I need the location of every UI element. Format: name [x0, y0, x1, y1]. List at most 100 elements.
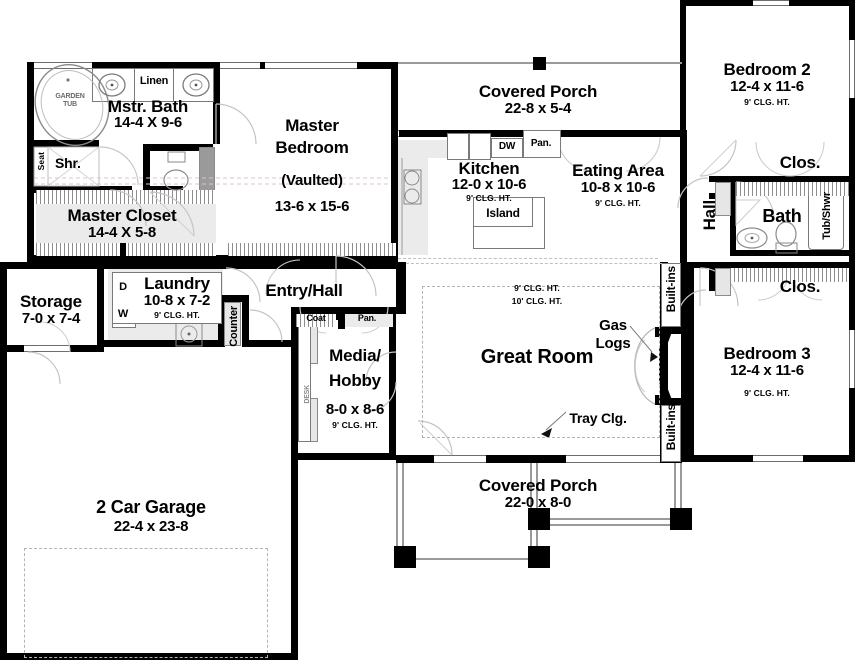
porch-rear-rail-bottom — [402, 558, 536, 560]
master-closet-rod-right — [228, 243, 396, 256]
mstr-bath-label: Mstr. Bath — [107, 97, 189, 116]
master-closet-rod-bottom — [36, 243, 216, 256]
media-hobby-label-2: Hobby — [329, 371, 381, 390]
dishwasher-unit — [491, 138, 523, 158]
laundry-dim: 10-8 x 7-2 — [143, 292, 211, 309]
porch-post-left-lower — [394, 546, 416, 568]
window-bed3-bottom — [753, 455, 803, 462]
wall-shower-top — [27, 140, 99, 147]
wall-greatroom-bottom — [396, 455, 682, 463]
gas-logs-label-2: Logs — [595, 335, 631, 352]
great-room-upper-dash — [406, 263, 662, 264]
wall-master-bedroom-right — [391, 62, 398, 262]
porch-post-mid-upper — [528, 508, 550, 530]
kitchen-pantry-label: Pan. — [530, 138, 552, 149]
hall-label: Hall — [700, 200, 719, 231]
built-ins-upper-label: Built-ins — [664, 266, 678, 313]
wall-bed3-left — [688, 262, 694, 462]
window-bed3-right — [849, 330, 855, 388]
porch-rear-right-line — [674, 463, 676, 521]
porch-rear-right-line2 — [680, 463, 682, 521]
wall-media-right — [389, 313, 396, 460]
bedroom3-dim: 12-4 x 11-6 — [730, 362, 804, 379]
wall-hall-bath-stub-top — [709, 176, 731, 182]
washer-label: W — [117, 308, 129, 320]
laundry-clg: 9' CLG. HT. — [154, 310, 200, 320]
wall-master-closet-bottom — [27, 255, 397, 263]
coat-closet-rod — [296, 314, 336, 327]
mstr-bath-dim: 14-4 X 9-6 — [113, 114, 183, 131]
media-hobby-dim: 8-0 x 8-6 — [325, 401, 385, 418]
closet2-label: Clos. — [779, 153, 821, 172]
master-bedroom-label-1: Master — [285, 116, 339, 135]
eating-area-dim: 10-8 x 10-6 — [580, 179, 656, 196]
wall-fireplace-bottom — [655, 398, 685, 405]
window-master-top-2 — [265, 62, 357, 69]
wall-laundry-bottom — [104, 340, 224, 347]
porch-rear-label: Covered Porch — [478, 476, 598, 495]
porch-rear-dim: 22-0 x 8-0 — [504, 494, 572, 511]
bedroom3-label: Bedroom 3 — [723, 344, 811, 363]
kitchen-island-inner — [473, 197, 533, 227]
window-eating-left — [398, 130, 399, 137]
wall-bath-bottom — [730, 250, 855, 256]
porch-front-label: Covered Porch — [478, 82, 598, 101]
closet2-rod — [736, 182, 849, 196]
window-storage-bottom — [24, 345, 70, 352]
porch-post-mid-lower — [528, 546, 550, 568]
closet3-rod — [730, 268, 849, 282]
tub-shower-unit — [808, 186, 844, 250]
great-room-tray-outline — [422, 286, 660, 438]
window-mstrbath-top — [34, 62, 92, 69]
wall-media-left — [291, 313, 298, 460]
garden-tub-label-2: TUB — [63, 101, 77, 108]
wall-storage-right — [97, 262, 104, 352]
eating-area-label: Eating Area — [572, 161, 664, 180]
built-ins-upper — [661, 263, 681, 327]
wall-right-outer — [849, 0, 855, 321]
wall-hall-left — [680, 130, 687, 265]
master-bedroom-dim: 13-6 x 15-6 — [274, 198, 350, 215]
wall-garage-bottom — [0, 653, 298, 660]
bedroom3-clg: 9' CLG. HT. — [744, 388, 790, 398]
master-closet-dim: 14-4 X 5-8 — [87, 224, 157, 241]
wall-closet3-top — [724, 262, 855, 268]
kitchen-clg-label: 9' CLG. HT. — [466, 193, 512, 203]
built-ins-lower — [661, 405, 681, 462]
wall-media-bottom — [291, 453, 396, 460]
great-room-clg-9: 9' CLG. HT. — [514, 283, 560, 293]
bath-label: Bath — [762, 206, 802, 226]
garage-door-slab — [24, 548, 268, 658]
master-closet-rod-top — [36, 190, 216, 204]
garage-dim: 22-4 x 23-8 — [113, 518, 189, 535]
built-ins-lower-label: Built-ins — [664, 404, 678, 451]
desk-surface — [298, 322, 311, 442]
master-bedroom-label-2: Bedroom — [275, 138, 349, 157]
dryer-label: D — [119, 281, 127, 293]
tray-clg-label: Tray Clg. — [569, 410, 627, 426]
kitchen-sink-basin-left — [447, 133, 469, 160]
porch-rear-left-line2 — [402, 463, 404, 561]
tub-shower-label: Tub/Shwr — [821, 192, 833, 240]
wall-hall-bed3-stub — [694, 262, 730, 268]
eating-area-clg: 9' CLG. HT. — [595, 198, 641, 208]
kitchen-pantry-unit — [523, 130, 561, 158]
bedroom2-label: Bedroom 2 — [723, 60, 811, 79]
gas-logs-label-1: Gas — [599, 317, 627, 334]
porch-post-right-upper — [670, 508, 692, 530]
wall-greatroom-top-left — [396, 262, 406, 314]
laundry-label: Laundry — [144, 274, 210, 293]
porch-rear-rail-mid — [536, 518, 682, 520]
wall-counter-right — [242, 295, 249, 347]
counter-label: Counter — [228, 306, 240, 347]
entry-pantry-label: Pan. — [357, 313, 377, 323]
wall-garage-left — [0, 345, 7, 660]
garden-tub-label-1: GARDEN — [55, 93, 85, 100]
kitchen-label: Kitchen — [458, 159, 520, 178]
garage-label: 2 Car Garage — [96, 497, 206, 517]
master-closet-center-post — [120, 243, 126, 263]
shower-label: Shr. — [55, 155, 81, 171]
wall-garage-right — [291, 345, 298, 660]
kitchen-dim: 12-0 x 10-6 — [451, 176, 527, 193]
